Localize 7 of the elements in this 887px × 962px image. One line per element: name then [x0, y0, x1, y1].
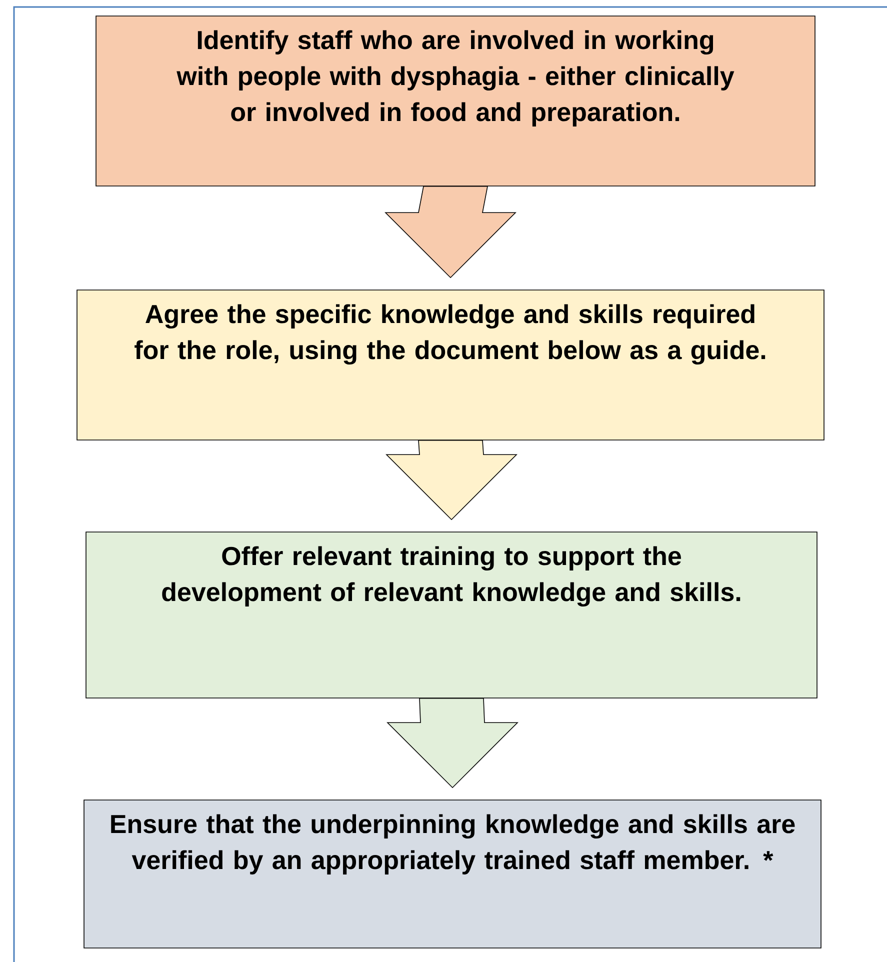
block-arrow	[386, 440, 518, 520]
process-box: Agree the specific knowledge and skills required for the role, using the document below as a guide.	[76, 290, 824, 440]
block-arrow	[386, 698, 518, 788]
process-box: Offer relevant training to support the development of relevant knowledge and skills.	[86, 532, 818, 698]
process-box: Identify staff who are involved in working with people with dysphagia - either clinically or involved in food and preparation.	[96, 16, 816, 186]
block-arrow	[384, 186, 516, 278]
process-box: Ensure that the underpinning knowledge and skills are verified by an appropriately trained staff member. *	[84, 800, 822, 948]
